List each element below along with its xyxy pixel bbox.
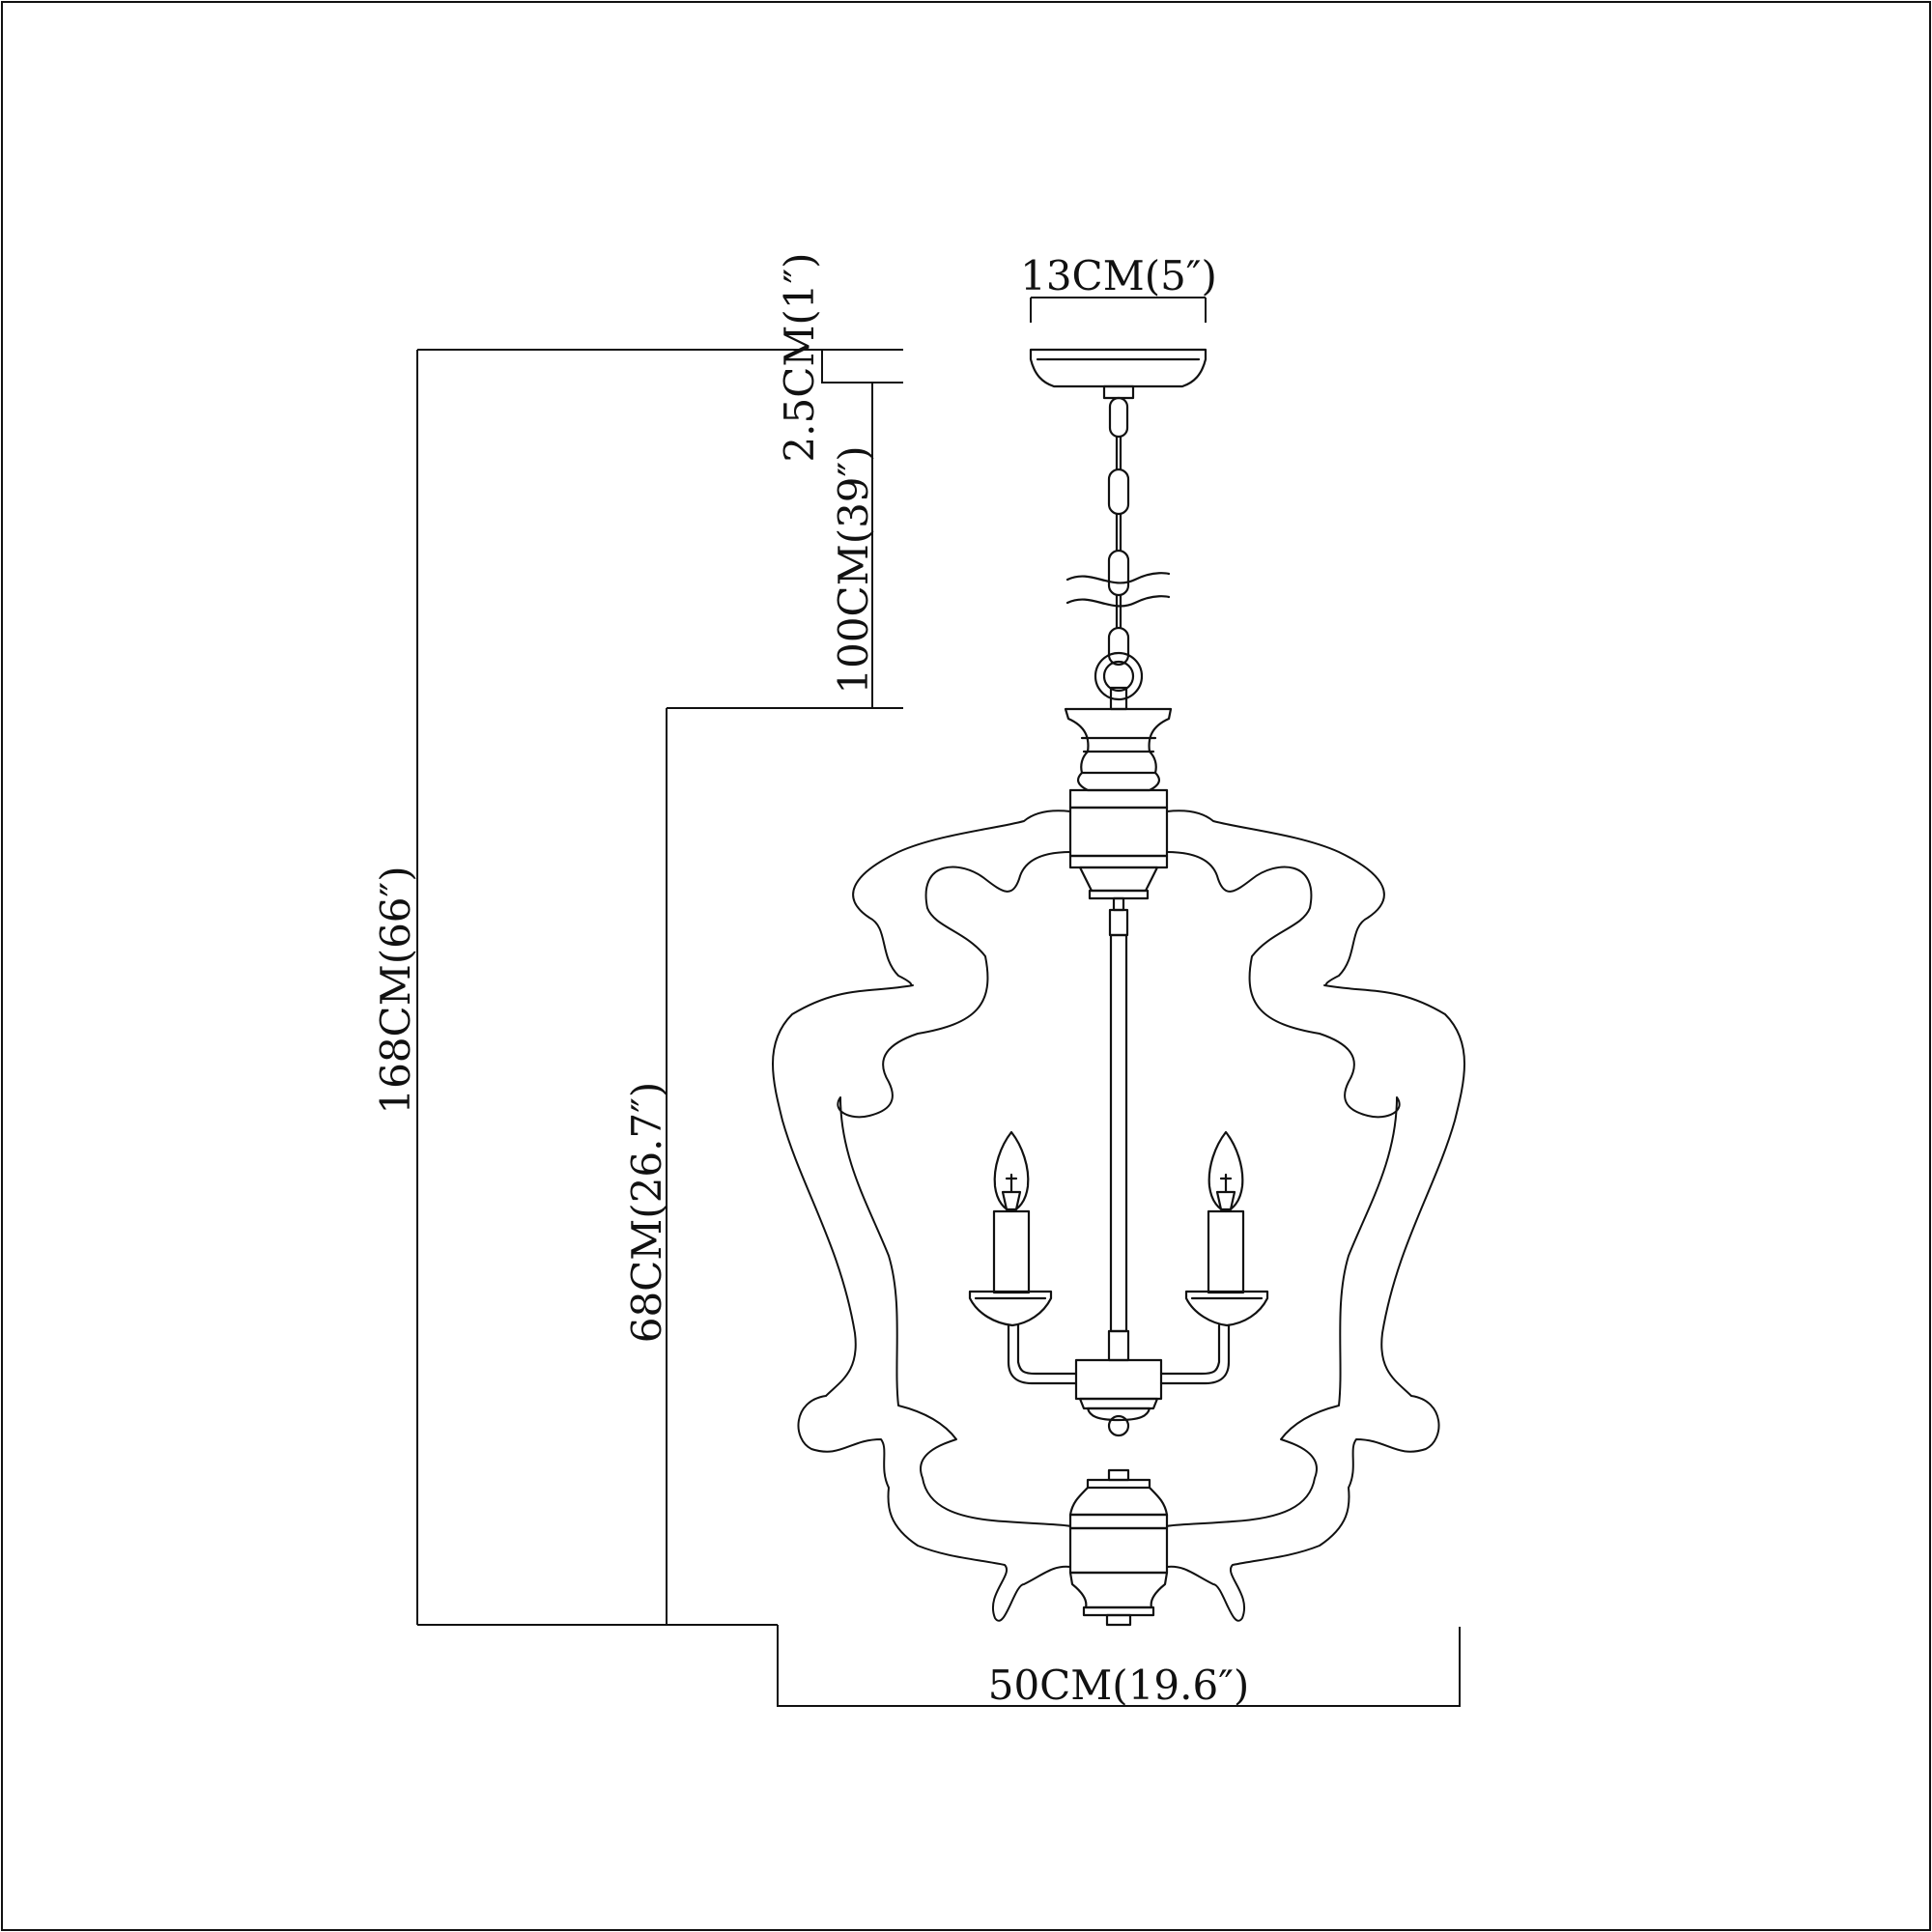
canopy-width-label: 13CM(5″) xyxy=(1020,252,1217,299)
overall-height-label: 168CM(66″) xyxy=(372,866,419,1114)
chain xyxy=(1065,396,1171,711)
right-candle xyxy=(1184,1130,1269,1327)
candle-arms xyxy=(1007,1323,1231,1437)
dimension-lines xyxy=(416,297,1461,1707)
bottom-finial xyxy=(1068,1468,1169,1627)
canopy-width-line xyxy=(1030,297,1207,323)
top-finial xyxy=(1064,707,1173,900)
chain-length-label: 100CM(39″) xyxy=(830,445,877,694)
scroll-frame xyxy=(772,810,1465,1622)
canopy-height-label: 2.5CM(1″) xyxy=(776,252,823,462)
canopy-height-line xyxy=(821,350,903,384)
canopy xyxy=(1029,348,1208,400)
body-width-label: 50CM(19.6″) xyxy=(988,1662,1250,1709)
chain-length-line xyxy=(667,383,903,709)
left-candle xyxy=(968,1130,1053,1327)
body-width-line xyxy=(777,1625,1461,1707)
central-stem xyxy=(1107,896,1130,1362)
body-height-label: 68CM(26.7″) xyxy=(623,1082,670,1344)
